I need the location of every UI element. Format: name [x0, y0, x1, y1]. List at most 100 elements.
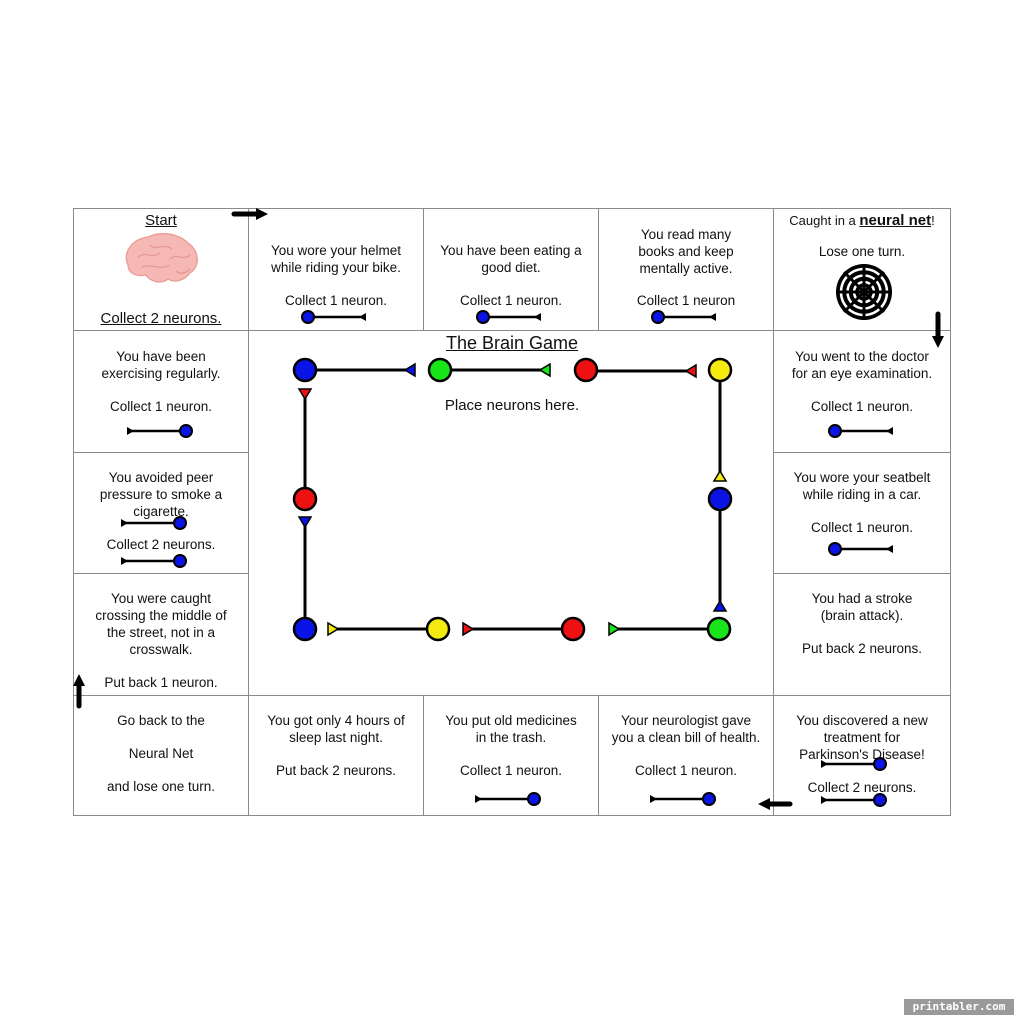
axon-terminal [297, 516, 313, 529]
square-action: Put back 2 neurons. [275, 763, 397, 778]
neuron-soma-red [560, 616, 586, 642]
neuron-placement-area[interactable]: The Brain Game Place neurons here. [249, 330, 775, 696]
square-text-line: You have been eating a [440, 243, 582, 258]
square-action: Collect 1 neuron. [459, 293, 563, 308]
neural-net-heading: Caught in a neural net! [774, 212, 950, 229]
neuron-token-icon [821, 757, 887, 771]
neuron-token-icon [476, 310, 541, 324]
spider-web-icon [836, 264, 892, 320]
square-text-line: and lose one turn. [106, 779, 216, 794]
neuron-soma-yellow [425, 616, 451, 642]
axon-terminal [608, 621, 621, 637]
square-text-line: You went to the doctor [795, 349, 929, 364]
square-text-line: You wore your helmet [270, 243, 402, 258]
neuron-token-icon [475, 792, 541, 806]
square-action: Put back 2 neurons. [801, 641, 923, 656]
square-text-line: books and keep [638, 244, 734, 259]
neuron-soma-blue [292, 616, 318, 642]
axon-terminal [684, 363, 697, 379]
square-text-line: mentally active. [639, 261, 733, 276]
arrow-up-icon [73, 674, 85, 709]
square-action: Collect 1 neuron. [810, 520, 914, 535]
square-text-line: in the trash. [475, 730, 547, 745]
neuron-token-icon [301, 310, 366, 324]
square-action: Collect 2 neurons. [807, 780, 917, 795]
square-text-line: Your neurologist gave [620, 713, 752, 728]
neuron-token-icon [650, 792, 716, 806]
square-text-line: crossing the middle of [95, 608, 227, 623]
square-top-1[interactable]: You wore your helmet while riding your b… [248, 208, 424, 331]
square-action: Collect 1 neuron. [109, 399, 213, 414]
square-neural-net[interactable]: Caught in a neural net! Lose one turn. [773, 208, 951, 331]
neuron-soma-yellow [707, 357, 733, 383]
neural-net-emphasis: neural net [859, 212, 932, 229]
square-text-line: (brain attack). [820, 608, 904, 623]
square-action: Collect 2 neurons. [106, 537, 216, 552]
neuron-soma-green [706, 616, 732, 642]
square-bottom-left[interactable]: Go back to the Neural Net and lose one t… [73, 695, 249, 816]
watermark: printabler.com [904, 999, 1014, 1015]
square-text-line: You discovered a new [796, 713, 928, 728]
square-action: Collect 1 neuron [636, 293, 736, 308]
square-bottom-3[interactable]: You got only 4 hours of sleep last night… [248, 695, 424, 816]
neuron-token-icon [821, 793, 887, 807]
square-bottom-1[interactable]: Your neurologist gave you a clean bill o… [598, 695, 774, 816]
square-text-line: exercising regularly. [101, 366, 221, 381]
start-label: Start [145, 212, 177, 229]
neuron-soma-red [573, 357, 599, 383]
square-text-line: while riding in a car. [802, 487, 922, 502]
square-text-line: You were caught [110, 591, 212, 606]
square-right-3[interactable]: You had a stroke (brain attack). Put bac… [773, 573, 951, 696]
square-top-3[interactable]: You read many books and keep mentally ac… [598, 208, 774, 331]
neuron-soma-green [427, 357, 453, 383]
square-text-line: crosswalk. [129, 642, 193, 657]
neuron-token-icon [828, 542, 893, 556]
arrow-left-icon [758, 798, 793, 810]
square-text-line: good diet. [481, 260, 541, 275]
start-action: Collect 2 neurons. [100, 310, 222, 327]
square-text-line: pressure to smoke a [99, 487, 223, 502]
square-bottom-right[interactable]: You discovered a new treatment for Parki… [773, 695, 951, 816]
neural-net-prefix: Caught in a [789, 213, 860, 228]
neuron-soma-blue [707, 486, 733, 512]
square-text-line: Go back to the [117, 713, 205, 728]
square-text-line: for an eye examination. [791, 366, 933, 381]
square-action: Collect 1 neuron. [459, 763, 563, 778]
square-text-line: sleep last night. [289, 730, 383, 745]
square-text-line: You have been [116, 349, 206, 364]
square-bottom-2[interactable]: You put old medicines in the trash. Coll… [423, 695, 599, 816]
square-left-1[interactable]: You were caught crossing the middle of t… [73, 573, 249, 696]
neural-net-suffix: ! [931, 213, 935, 228]
axon-terminal [712, 599, 728, 612]
square-text-line: while riding your bike. [271, 260, 401, 275]
square-left-2[interactable]: You avoided peer pressure to smoke a cig… [73, 452, 249, 574]
axon-terminal [297, 388, 313, 401]
square-start[interactable]: Start Collect 2 neurons. [73, 208, 249, 331]
square-text-line: you a clean bill of health. [611, 730, 761, 745]
square-left-3[interactable]: You have been exercising regularly. Coll… [73, 330, 249, 453]
axon-terminal [538, 362, 551, 378]
brain-icon [125, 233, 198, 283]
arrow-down-icon [932, 311, 944, 348]
square-action: Collect 1 neuron. [284, 293, 388, 308]
square-text-line: cigarette. [133, 504, 189, 519]
neuron-token-icon [121, 554, 187, 568]
square-text-line: You had a stroke [811, 591, 913, 606]
axon-terminal [712, 469, 728, 482]
square-text-line: You read many [640, 227, 732, 242]
neuron-token-icon [121, 516, 187, 530]
square-text-line: treatment for [823, 730, 901, 745]
square-top-2[interactable]: You have been eating a good diet. Collec… [423, 208, 599, 331]
square-text-line: You wore your seatbelt [793, 470, 931, 485]
square-action: Lose one turn. [818, 244, 906, 259]
square-text-line: the street, not in a [106, 625, 216, 640]
square-text-line: You got only 4 hours of [267, 713, 405, 728]
placement-instruction: Place neurons here. [444, 397, 580, 414]
square-right-1[interactable]: You went to the doctor for an eye examin… [773, 330, 951, 453]
neuron-soma-blue [292, 357, 318, 383]
neuron-token-icon [828, 424, 893, 438]
circuit-axons [303, 368, 722, 631]
square-action: Collect 1 neuron. [634, 763, 738, 778]
square-text-line: Parkinson's Disease! [799, 747, 925, 762]
